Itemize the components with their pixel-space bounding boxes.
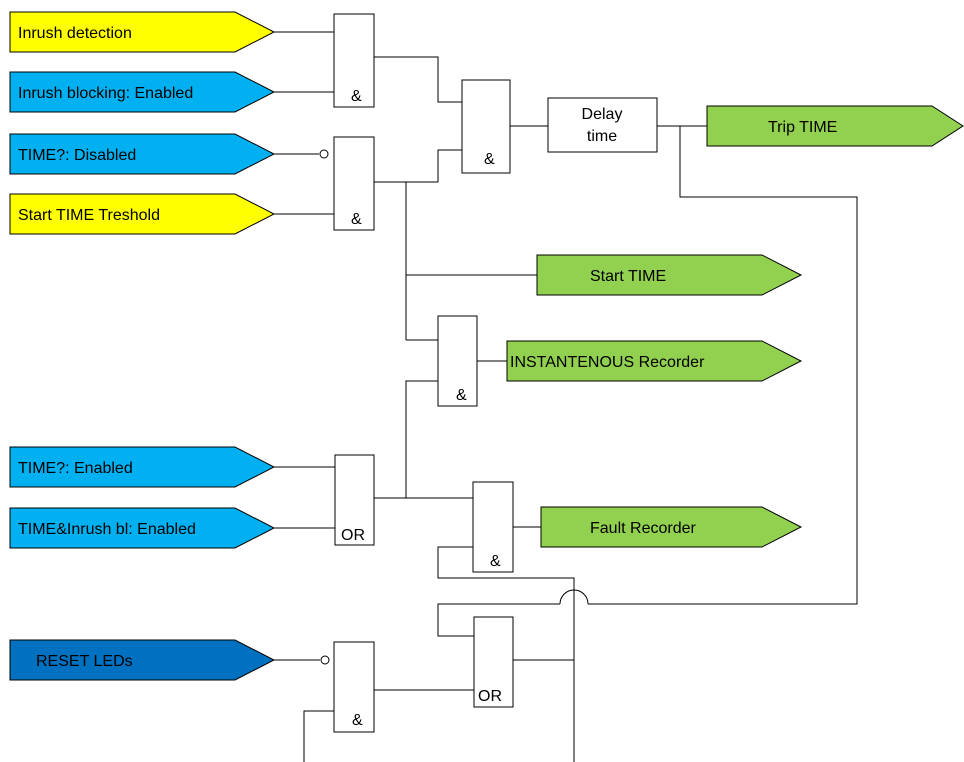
input-time-enabled: TIME?: Enabled bbox=[9, 446, 276, 488]
svg-text:TIME&Inrush bl: Enabled: TIME&Inrush bl: Enabled bbox=[18, 521, 196, 538]
svg-text:&: & bbox=[351, 211, 362, 228]
and-gate-fault: & bbox=[472, 481, 514, 573]
svg-text:Start TIME Treshold: Start TIME Treshold bbox=[18, 207, 160, 224]
svg-text:Start TIME: Start TIME bbox=[590, 268, 666, 285]
and-gate-instantaneous: & bbox=[437, 315, 478, 407]
svg-text:time: time bbox=[587, 128, 617, 145]
input-time-inrush-enabled: TIME&Inrush bl: Enabled bbox=[9, 507, 276, 549]
output-trip-time: Trip TIME bbox=[706, 105, 964, 147]
input-inrush-blocking: Inrush blocking: Enabled bbox=[9, 71, 276, 113]
svg-text:&: & bbox=[484, 151, 495, 168]
svg-text:Trip TIME: Trip TIME bbox=[768, 119, 837, 136]
svg-text:&: & bbox=[352, 712, 363, 729]
wires bbox=[274, 31, 858, 762]
svg-text:OR: OR bbox=[478, 688, 502, 705]
svg-text:&: & bbox=[456, 387, 467, 404]
and-gate-trip: & bbox=[461, 79, 511, 174]
svg-text:&: & bbox=[490, 553, 501, 570]
svg-text:&: & bbox=[351, 88, 362, 105]
and-gate-reset: & bbox=[320, 641, 375, 733]
input-time-disabled: TIME?: Disabled bbox=[9, 133, 276, 175]
output-fault-recorder: Fault Recorder bbox=[540, 506, 803, 548]
output-instantaneous-recorder: INSTANTENOUS Recorder bbox=[506, 340, 803, 382]
input-reset-leds: RESET LEDs bbox=[9, 639, 276, 681]
and-gate-inrush: & bbox=[333, 13, 375, 108]
inverter-bubble bbox=[319, 149, 329, 159]
input-start-threshold: Start TIME Treshold bbox=[9, 193, 276, 235]
inverter-bubble bbox=[320, 655, 330, 665]
output-start-time: Start TIME bbox=[536, 254, 803, 296]
svg-text:RESET LEDs: RESET LEDs bbox=[36, 653, 133, 670]
svg-text:Inrush blocking: Enabled: Inrush blocking: Enabled bbox=[18, 85, 193, 102]
or-gate-reset: OR bbox=[473, 616, 514, 708]
svg-text:Inrush detection: Inrush detection bbox=[18, 25, 132, 42]
svg-text:Fault Recorder: Fault Recorder bbox=[590, 520, 696, 537]
svg-text:TIME?: Disabled: TIME?: Disabled bbox=[18, 147, 136, 164]
svg-text:Delay: Delay bbox=[582, 106, 623, 123]
delay-time-block: Delay time bbox=[547, 97, 658, 153]
or-gate-time-enabled: OR bbox=[334, 454, 375, 546]
svg-text:TIME?: Enabled: TIME?: Enabled bbox=[18, 460, 133, 477]
and-gate-start: & bbox=[319, 136, 375, 231]
input-inrush-detection: Inrush detection bbox=[9, 11, 276, 53]
svg-text:INSTANTENOUS Recorder: INSTANTENOUS Recorder bbox=[510, 354, 705, 371]
svg-text:OR: OR bbox=[341, 527, 365, 544]
